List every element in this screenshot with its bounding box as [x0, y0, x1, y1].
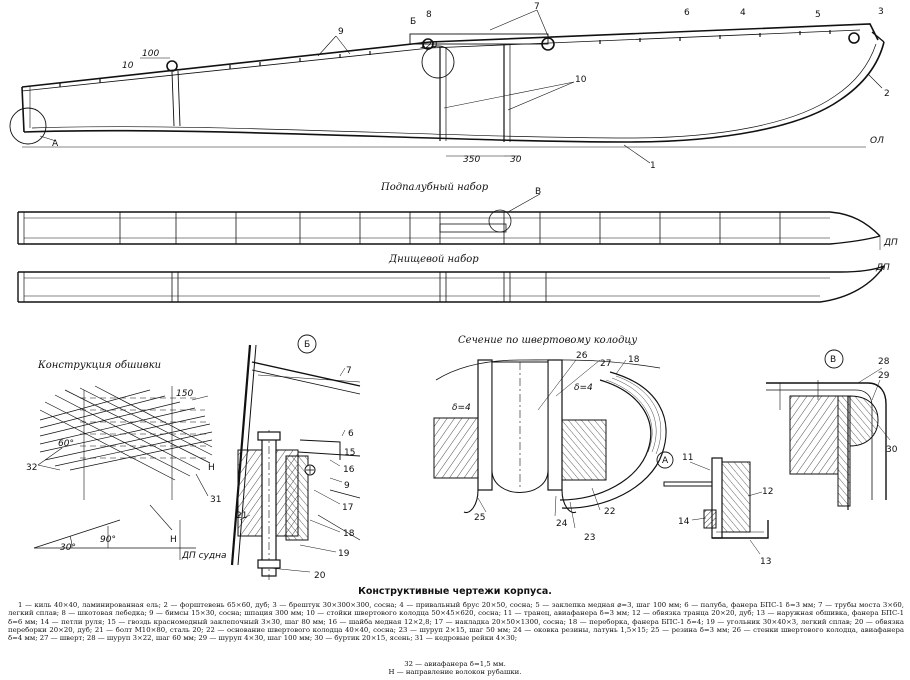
deck-beams — [59, 30, 831, 87]
label-7: 7 — [534, 2, 540, 12]
view-planking-title: Конструкция обшивки — [37, 360, 161, 371]
view-bottom-title: Днищевой набор — [388, 254, 479, 265]
marker-a: А — [52, 139, 59, 149]
marker-b: Б — [410, 17, 416, 27]
label-31: 31 — [210, 495, 221, 505]
detail-b-labels: Б 6 7 9 15 16 17 18 19 20 21 — [236, 340, 355, 581]
detail-a-circle — [9, 107, 47, 145]
label-10: 10 — [575, 75, 587, 85]
profile-labels: 1 2 3 4 5 6 7 8 9 10 100 10 120 350 30 О… — [52, 2, 890, 171]
b-label-15: 15 — [344, 448, 355, 458]
b-label-17: 17 — [342, 503, 353, 513]
hull-profile — [9, 9, 885, 164]
parts-legend: 1 — киль 40×40, ламинированная ель; 2 — … — [8, 601, 904, 643]
detail-a-labels: А 11 12 13 14 — [662, 453, 773, 567]
stem — [871, 31, 885, 43]
a-label-12: 12 — [762, 487, 773, 497]
b-label-20: 20 — [314, 571, 326, 581]
s-label-25: 25 — [474, 513, 485, 523]
detail-v-circle — [488, 209, 512, 233]
marker-v: В — [535, 187, 541, 197]
v-label-29: 29 — [878, 371, 890, 381]
centerboard-section — [433, 359, 667, 529]
label-3: 3 — [878, 7, 884, 17]
label-5: 5 — [815, 10, 821, 20]
legend-item-h: Н — направление волокон рубашки. — [388, 668, 522, 677]
a-label-11: 11 — [682, 453, 693, 463]
detail-b — [230, 334, 361, 580]
dim-350: 350 — [463, 155, 480, 165]
dp-sudna-label: ДП судна — [181, 551, 227, 561]
dim-30: 30 — [510, 155, 522, 165]
v-label-30: 30 — [886, 445, 898, 455]
b-label-7: 7 — [346, 366, 352, 376]
label-32: 32 — [26, 463, 37, 473]
detail-b-marker: Б — [304, 340, 310, 350]
sheer-line — [21, 23, 879, 88]
subdeck-framing-plan — [17, 193, 881, 250]
b-label-19: 19 — [338, 549, 350, 559]
dim-120: 120 — [420, 41, 437, 51]
s-delta-4b: δ=4 — [574, 383, 593, 393]
label-6: 6 — [684, 8, 690, 18]
angle-60: 60° — [58, 439, 74, 449]
label-9: 9 — [338, 27, 344, 37]
dp-label-1: ДП — [883, 238, 898, 248]
detail-v-labels: В 28 29 30 — [830, 355, 898, 455]
view-subdeck-title: Подпалубный набор — [380, 182, 489, 193]
dim-10: 10 — [122, 61, 134, 71]
s-label-18: 18 — [628, 355, 640, 365]
ol-label: ОЛ — [870, 136, 884, 146]
angle-90: 90° — [100, 535, 116, 545]
dim-150: 150 — [176, 389, 193, 399]
a-label-13: 13 — [760, 557, 771, 567]
b-label-6: 6 — [348, 429, 354, 439]
legend-tail: 32 — авиафанера δ=1,5 мм. Н — направлени… — [0, 660, 910, 677]
label-1: 1 — [650, 161, 656, 171]
detail-a — [656, 451, 769, 555]
b-label-18: 18 — [343, 529, 355, 539]
label-2: 2 — [884, 89, 890, 99]
s-label-27: 27 — [600, 359, 611, 369]
planking-construction — [33, 385, 213, 560]
label-h-2: Н — [170, 535, 177, 545]
s-label-23: 23 — [584, 533, 595, 543]
drawing-title: Конструктивные чертежи корпуса. — [358, 586, 552, 597]
section-labels: 26 27 18 δ=4 δ=4 22 23 24 25 — [452, 351, 640, 543]
s-delta-4a: δ=4 — [452, 403, 471, 413]
bottom-framing-plan — [17, 265, 885, 303]
detail-a-marker: А — [662, 456, 669, 466]
dim-100: 100 — [142, 49, 159, 59]
winch-icon — [166, 60, 178, 72]
detail-b-circle — [421, 45, 455, 79]
transom — [21, 86, 25, 133]
b-label-21: 21 — [236, 511, 247, 521]
view-section-title: Сечение по швертовому колодцу — [458, 335, 637, 346]
detail-v — [766, 349, 891, 510]
s-label-24: 24 — [556, 519, 568, 529]
label-4: 4 — [740, 8, 746, 18]
label-h-1: Н — [208, 463, 215, 473]
s-label-22: 22 — [604, 507, 615, 517]
a-label-14: 14 — [678, 517, 690, 527]
label-8: 8 — [426, 10, 432, 20]
dp-label-2: ДП — [875, 263, 890, 273]
legend-item-32: 32 — авиафанера δ=1,5 мм. — [404, 660, 506, 668]
b-label-9: 9 — [344, 481, 350, 491]
angle-30: 30° — [60, 543, 76, 553]
v-label-28: 28 — [878, 357, 890, 367]
b-label-16: 16 — [343, 465, 355, 475]
s-label-26: 26 — [576, 351, 588, 361]
detail-v-marker: В — [830, 355, 836, 365]
keel-line — [23, 41, 885, 143]
